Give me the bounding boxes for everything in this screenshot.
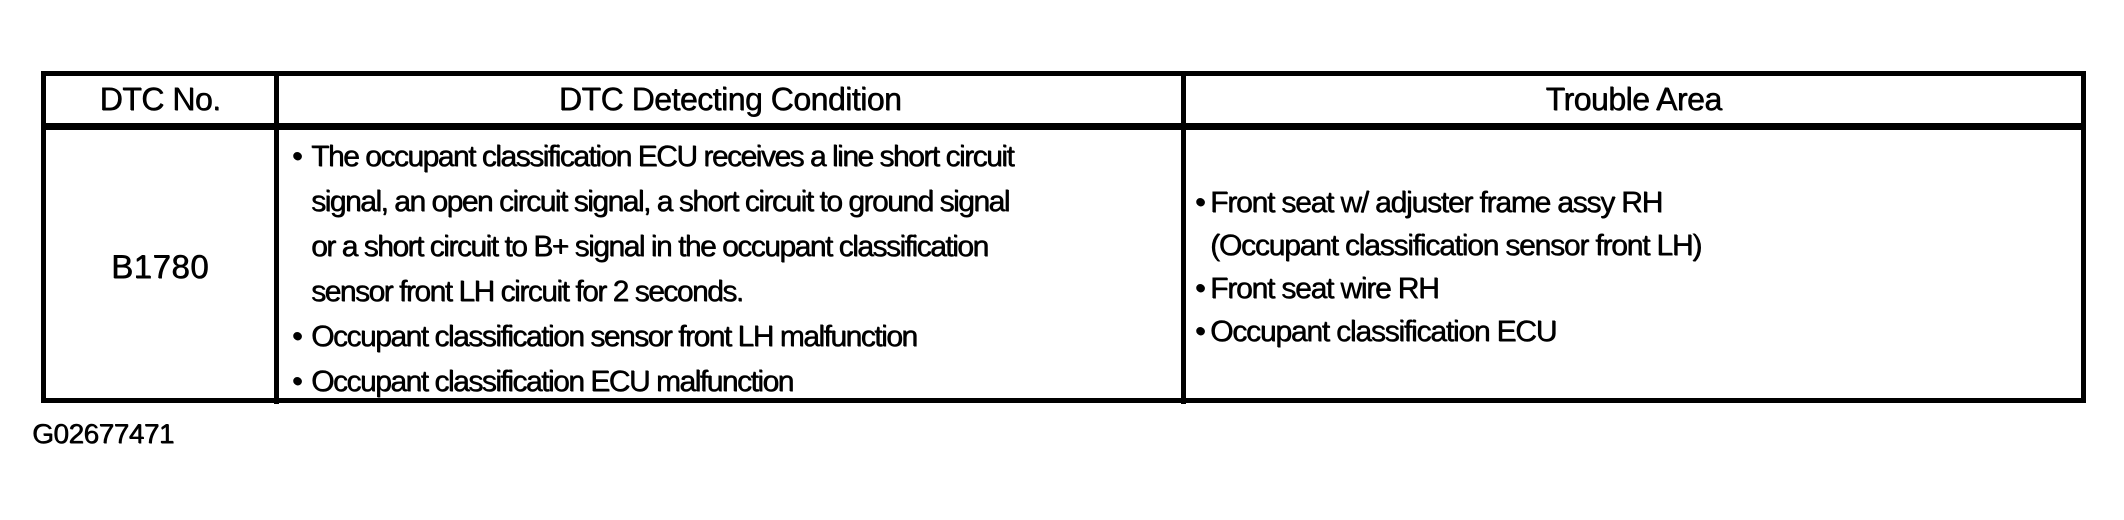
list-item-line: Occupant classification ECU xyxy=(1210,315,1557,348)
header-detecting-condition-label: DTC Detecting Condition xyxy=(558,81,902,117)
list-item: Occupant classification ECU xyxy=(1195,310,2081,353)
dtc-no-cell: B1780 xyxy=(46,130,279,404)
figure-id: G02677471 xyxy=(32,418,174,449)
header-detecting-condition: DTC Detecting Condition xyxy=(279,76,1186,130)
header-dtc-no: DTC No. xyxy=(46,76,279,130)
list-item-line: signal, an open circuit signal, a short … xyxy=(311,185,1010,218)
list-item-line: sensor front LH circuit for 2 seconds. xyxy=(311,275,744,308)
list-item-line: or a short circuit to B+ signal in the o… xyxy=(311,230,989,263)
header-trouble-area: Trouble Area xyxy=(1186,76,2081,130)
trouble-area-cell: Front seat w/ adjuster frame assy RH (Oc… xyxy=(1186,130,2081,404)
dtc-no-value: B1780 xyxy=(111,248,209,285)
list-item: Occupant classification ECU malfunction xyxy=(292,359,1173,404)
list-item-line: (Occupant classification sensor front LH… xyxy=(1210,229,1702,262)
list-item-line: Front seat wire RH xyxy=(1210,272,1440,305)
list-item: The occupant classification ECU receives… xyxy=(292,134,1173,314)
dtc-table: DTC No. DTC Detecting Condition Trouble … xyxy=(41,71,2086,404)
list-item-line: The occupant classification ECU receives… xyxy=(311,140,1015,173)
header-dtc-no-label: DTC No. xyxy=(99,81,221,117)
list-item-line: Front seat w/ adjuster frame assy RH xyxy=(1210,186,1663,219)
list-item: Front seat w/ adjuster frame assy RH (Oc… xyxy=(1195,181,2081,267)
header-trouble-area-label: Trouble Area xyxy=(1545,81,1722,117)
list-item-line: Occupant classification ECU malfunction xyxy=(311,365,794,398)
list-item: Front seat wire RH xyxy=(1195,267,2081,310)
list-item: Occupant classification sensor front LH … xyxy=(292,314,1173,359)
detecting-condition-cell: The occupant classification ECU receives… xyxy=(279,130,1186,404)
list-item-line: Occupant classification sensor front LH … xyxy=(311,320,918,353)
